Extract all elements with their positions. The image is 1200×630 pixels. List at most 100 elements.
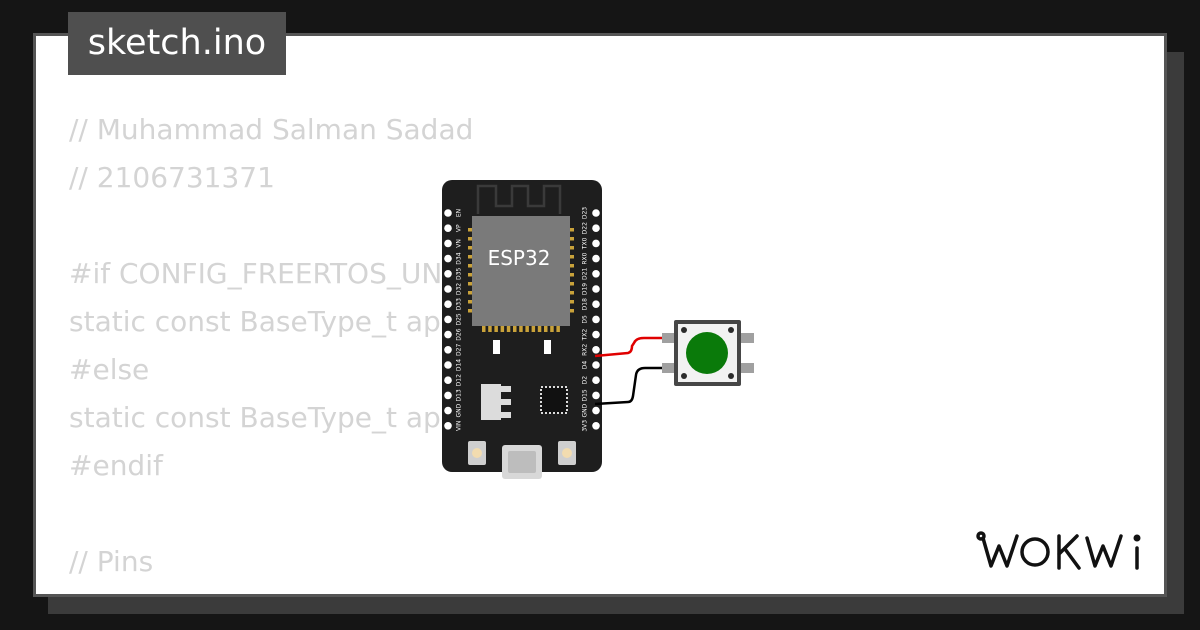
pin-d12[interactable] — [444, 376, 452, 385]
pin-vn[interactable] — [444, 239, 452, 248]
pin-label: RX0 — [582, 252, 589, 264]
pin-d25[interactable] — [444, 315, 452, 324]
pin-d26[interactable] — [444, 330, 452, 339]
pin-label: 3V3 — [582, 420, 589, 432]
pin-d34[interactable] — [444, 254, 452, 263]
esp32-module — [472, 216, 570, 326]
pin-rx0[interactable] — [592, 254, 600, 263]
pin-label: TX2 — [582, 329, 589, 342]
pin-d4[interactable] — [592, 361, 600, 369]
pin-label: D34 — [456, 252, 463, 264]
pin-label: D15 — [582, 389, 589, 401]
pin-label: D23 — [582, 207, 589, 219]
module-pad — [468, 264, 474, 268]
module-pad — [531, 324, 536, 332]
module-pad — [568, 282, 574, 286]
module-pad — [506, 324, 511, 332]
code-line: // Pins — [69, 545, 154, 578]
pin-en[interactable] — [444, 209, 452, 217]
pin-label: D33 — [456, 298, 463, 310]
module-pad — [568, 291, 574, 295]
module-pad — [568, 246, 574, 250]
pin-label: D12 — [456, 374, 463, 386]
usb-uart-chip — [540, 386, 568, 414]
pin-d19[interactable] — [592, 285, 600, 293]
pin-label: VN — [456, 239, 463, 248]
code-line: // Muhammad Salman Sadad — [69, 113, 474, 146]
module-pad — [468, 282, 474, 286]
pin-label: D4 — [582, 361, 589, 370]
pin-vp[interactable] — [444, 224, 452, 232]
pin-d22[interactable] — [592, 224, 600, 232]
pin-d5[interactable] — [592, 315, 600, 324]
pin-vin[interactable] — [444, 422, 452, 430]
pin-d18[interactable] — [592, 300, 600, 309]
pin-label: D25 — [456, 313, 463, 325]
module-pad — [468, 291, 474, 295]
antenna-trace — [476, 184, 562, 214]
module-pad — [568, 273, 574, 277]
code-line: #endif — [69, 449, 163, 482]
pin-label: GND — [582, 403, 589, 417]
module-pad — [544, 324, 548, 332]
micro-usb-port — [502, 445, 542, 479]
pin-tx0[interactable] — [592, 239, 600, 248]
pin-gnd[interactable] — [444, 406, 452, 415]
pin-d21[interactable] — [592, 270, 600, 278]
pin-d15[interactable] — [592, 391, 600, 400]
pin-label: D2 — [582, 376, 589, 385]
pin-label: D22 — [582, 222, 589, 234]
push-button[interactable] — [662, 320, 754, 386]
pin-d13[interactable] — [444, 391, 452, 400]
pin-label: D13 — [456, 389, 463, 401]
module-pad — [500, 324, 505, 332]
module-pad — [525, 324, 529, 332]
module-pad — [468, 300, 474, 304]
module-pad — [568, 309, 574, 313]
module-pad — [513, 324, 517, 332]
pin-label: D35 — [456, 267, 463, 279]
pin-d23[interactable] — [592, 209, 600, 217]
module-pad — [556, 324, 560, 332]
module-pad — [468, 255, 474, 259]
smd-resistor — [493, 340, 500, 354]
pin-3v3[interactable] — [592, 422, 600, 430]
pin-label: RX2 — [582, 344, 589, 356]
pin-d33[interactable] — [444, 300, 452, 309]
module-pad — [482, 324, 486, 332]
pin-label: D19 — [582, 283, 589, 295]
signal-wire[interactable] — [594, 336, 676, 358]
module-pad — [537, 324, 542, 332]
reset-button[interactable] — [558, 441, 576, 465]
button-cap[interactable] — [686, 332, 728, 374]
chip-label: ESP32 — [488, 246, 551, 270]
pin-d14[interactable] — [444, 361, 452, 369]
module-pad — [568, 264, 574, 268]
module-pad — [468, 309, 474, 313]
code-line: // 2106731371 — [69, 161, 275, 194]
pin-label: D27 — [456, 343, 463, 355]
pin-d2[interactable] — [592, 376, 600, 385]
pin-label: VIN — [456, 421, 463, 431]
file-tab[interactable]: sketch.ino — [68, 12, 286, 75]
pin-label: D26 — [456, 328, 463, 340]
wokwi-logo — [976, 531, 1141, 570]
pin-gnd[interactable] — [592, 406, 600, 415]
pin-d27[interactable] — [444, 346, 452, 354]
module-pad — [468, 273, 474, 277]
module-pad — [468, 246, 474, 250]
pin-rx2[interactable] — [592, 346, 600, 354]
module-pad — [568, 228, 574, 232]
pin-tx2[interactable] — [592, 330, 600, 339]
boot-button[interactable] — [468, 441, 486, 465]
pin-d35[interactable] — [444, 270, 452, 278]
pin-label: EN — [456, 209, 463, 217]
pin-d32[interactable] — [444, 285, 452, 293]
esp32-board[interactable]: ESP32 ENVPVND34D35D32D33D25D26D27D14D12D… — [442, 180, 602, 479]
pin-label: D21 — [582, 267, 589, 279]
pin-label: TX0 — [582, 237, 589, 250]
ground-wire[interactable] — [594, 366, 676, 406]
code-line: #else — [69, 353, 150, 386]
pin-label: D5 — [582, 315, 589, 324]
